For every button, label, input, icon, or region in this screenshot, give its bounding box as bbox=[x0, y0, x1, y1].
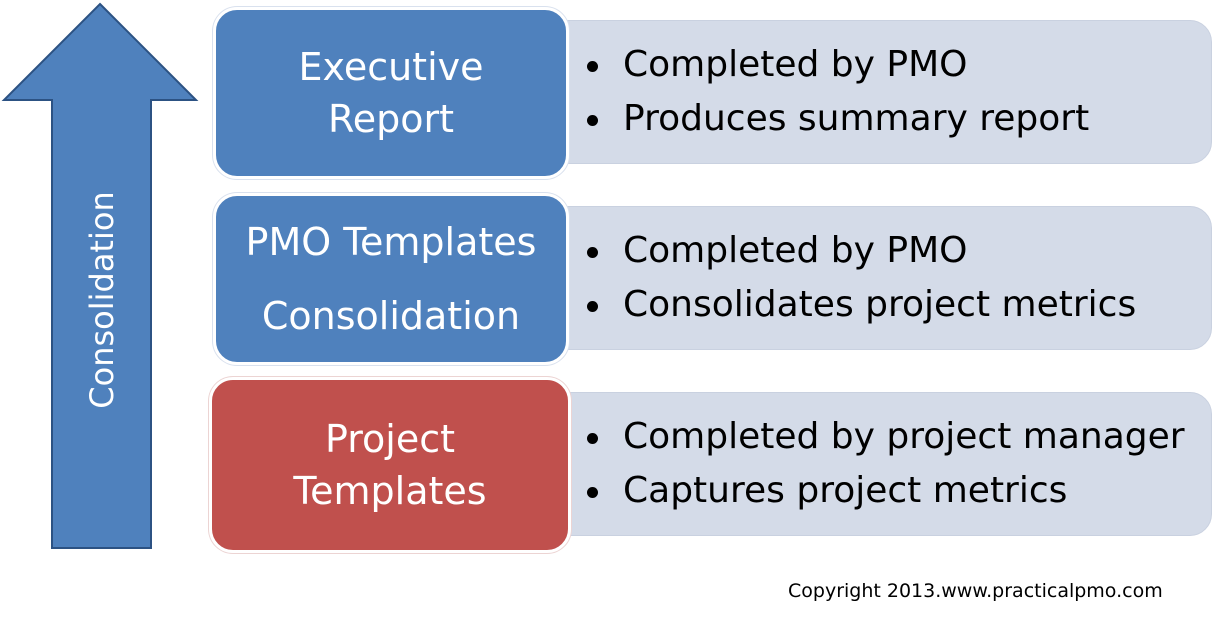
bullet-item: Captures project metrics bbox=[587, 464, 1211, 518]
level-box-pmo-templates: PMO Templates Consolidation bbox=[213, 193, 569, 365]
bullet-item: Completed by PMO bbox=[587, 38, 1211, 92]
detail-panel-project-templates: Completed by project manager Captures pr… bbox=[538, 392, 1212, 536]
level-title-line: PMO Templates bbox=[245, 220, 537, 264]
bullet-item: Produces summary report bbox=[587, 92, 1211, 146]
bullet-item: Completed by PMO bbox=[587, 224, 1211, 278]
detail-panel-executive-report: Completed by PMO Produces summary report bbox=[538, 20, 1212, 164]
detail-panel-pmo-templates: Completed by PMO Consolidates project me… bbox=[538, 206, 1212, 350]
level-box-project-templates: Project Templates bbox=[209, 377, 571, 553]
level-title-line: Project bbox=[324, 417, 455, 461]
level-box-executive-report: Executive Report bbox=[213, 7, 569, 179]
level-title-line: Executive bbox=[298, 45, 484, 89]
level-title-line: Templates bbox=[293, 469, 487, 513]
bullet-item: Completed by project manager bbox=[587, 410, 1211, 464]
level-title-line: Consolidation bbox=[261, 294, 521, 338]
copyright-text: Copyright 2013.www.practicalpmo.com bbox=[788, 580, 1163, 602]
level-title-line: Report bbox=[328, 97, 454, 141]
consolidation-arrow bbox=[1, 2, 199, 549]
arrow-label: Consolidation bbox=[83, 191, 121, 409]
bullet-item: Consolidates project metrics bbox=[587, 278, 1211, 332]
